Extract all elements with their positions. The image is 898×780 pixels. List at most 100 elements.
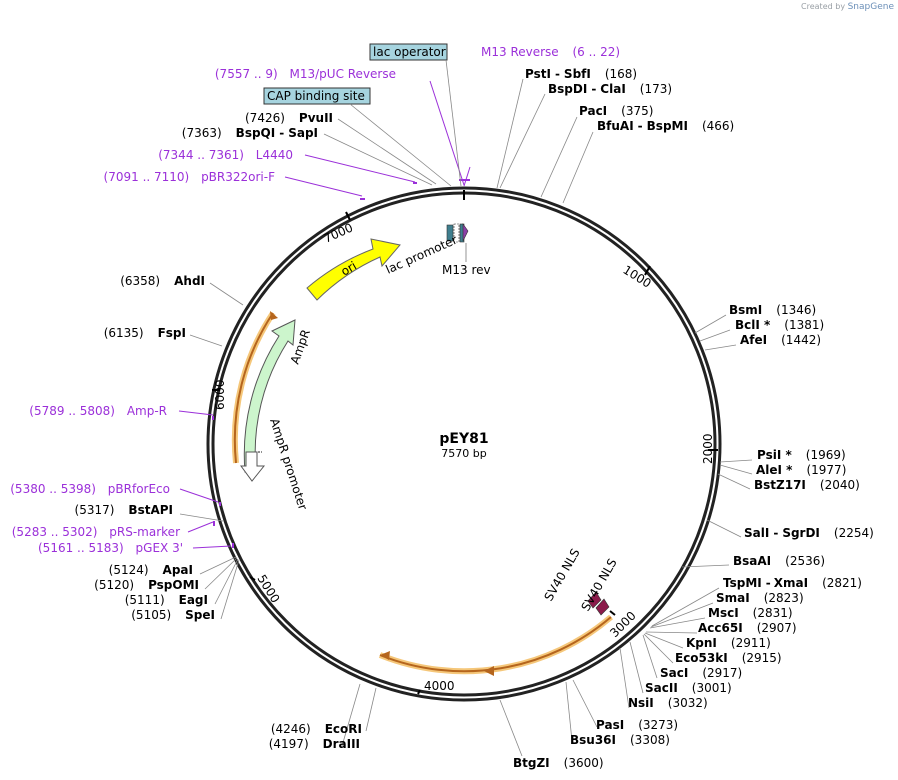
- enzyme-bsaai[interactable]: BsaAI(2536): [733, 554, 825, 568]
- sv40-nls-label-1: SV40 NLS: [541, 546, 582, 603]
- primer-prs-marker-name: pRS-marker: [109, 525, 180, 539]
- leader-sacii: [629, 641, 644, 694]
- enzyme-psti-sbfi[interactable]: PstI-SbfI(168): [525, 67, 637, 81]
- leader-prs-marker: [187, 521, 214, 533]
- tick-5000: [249, 576, 256, 581]
- leader-bsaai: [681, 564, 730, 568]
- primer-leaders: [178, 80, 471, 549]
- enzyme-alei[interactable]: AleI *(1977): [756, 463, 846, 477]
- tick-4000: [417, 689, 421, 695]
- orf-bottom[interactable]: [379, 616, 612, 673]
- leader-pspomi: [204, 557, 238, 590]
- primer-pbr322ori-f-name: pBR322ori-F: [201, 170, 275, 184]
- enzyme-nsii[interactable]: NsiI(3032): [628, 696, 708, 710]
- leader-amp-r: [178, 410, 214, 416]
- primer-marks: [212, 179, 470, 548]
- primer-pgex3[interactable]: (5161 .. 5183) pGEX 3': [38, 541, 183, 555]
- primer-amp-r-range: (5789 .. 5808): [29, 404, 115, 418]
- leader-spei: [220, 559, 240, 620]
- primer-amp-r[interactable]: (5789 .. 5808) Amp-R: [29, 404, 167, 418]
- primer-m13-puc-reverse-name: M13/pUC Reverse: [290, 67, 397, 81]
- cap-site-box[interactable]: CAP binding site: [263, 87, 371, 105]
- ori-label: ori: [339, 259, 360, 279]
- leader-sali: [706, 519, 742, 538]
- primer-pgex3-name: pGEX 3': [136, 541, 183, 555]
- sv40-nls-feature-1[interactable]: [587, 591, 602, 609]
- primer-l4440-name: L4440: [256, 148, 293, 162]
- leader-m13-puc-reverse: [429, 80, 465, 186]
- m13-rev-feature[interactable]: [462, 223, 469, 242]
- enzyme-bsmi[interactable]: BsmI(1346): [729, 303, 816, 317]
- lac-operator-label: lac operator: [373, 45, 446, 59]
- enzyme-pasi[interactable]: PasI(3273): [596, 718, 678, 732]
- leader-smai: [650, 602, 714, 628]
- snapgene-credit: Created by SnapGene: [801, 2, 894, 12]
- enzyme-bspqi-sapi[interactable]: (7363)BspQI-SapI: [182, 126, 318, 140]
- sv40-nls-feature-2[interactable]: [595, 598, 610, 616]
- leader-btgzi: [499, 699, 523, 757]
- enzyme-saci[interactable]: SacI(2917): [660, 666, 742, 680]
- primer-m13-puc-reverse[interactable]: (7557 .. 9) M13/pUC Reverse: [215, 67, 396, 81]
- enzyme-spei[interactable]: (5105)SpeI: [131, 608, 215, 622]
- primer-amp-r-name: Amp-R: [127, 404, 167, 418]
- enzyme-smai[interactable]: SmaI(2823): [716, 591, 804, 605]
- primer-prs-marker[interactable]: (5283 .. 5302) pRS-marker: [12, 525, 180, 539]
- enzyme-pspomi[interactable]: (5120)PspOMI: [94, 578, 199, 592]
- primer-m13-reverse[interactable]: M13 Reverse (6 .. 22): [481, 45, 620, 59]
- enzyme-paci[interactable]: PacI(375): [579, 104, 653, 118]
- orf-bottom-arrowhead-mid: [484, 666, 494, 676]
- tick-7000: [345, 211, 351, 221]
- orf-left-arrowhead: [270, 311, 278, 320]
- enzyme-bcli[interactable]: BclI *(1381): [735, 318, 824, 332]
- enzyme-kpni[interactable]: KpnI(2911): [686, 636, 771, 650]
- primer-pbr322ori-f-range: (7091 .. 7110): [104, 170, 190, 184]
- enzyme-bsu36i[interactable]: Bsu36I(3308): [570, 733, 670, 747]
- primer-pbr322ori-f[interactable]: (7091 .. 7110) pBR322ori-F: [104, 170, 276, 184]
- enzyme-draiii[interactable]: (4197)DraIII: [269, 737, 360, 751]
- enzyme-psii[interactable]: PsiI *(1969): [757, 448, 846, 462]
- enzyme-bfuai-bspmi[interactable]: BfuAI-BspMI(466): [597, 119, 734, 133]
- enzyme-msci[interactable]: MscI(2831): [708, 606, 793, 620]
- cap-site-feature[interactable]: [446, 224, 454, 242]
- lac-promoter-feature[interactable]: [453, 223, 460, 243]
- lac-operator-box[interactable]: lac operator: [369, 43, 448, 61]
- enzyme-sacii[interactable]: SacII(3001): [645, 681, 732, 695]
- tick-1000: [644, 265, 651, 276]
- orf-bottom-halo: [378, 614, 613, 675]
- leader-bsmi: [694, 314, 727, 334]
- ampr-promoter-feature[interactable]: [240, 451, 266, 482]
- ori-feature[interactable]: [306, 238, 401, 301]
- orf-left[interactable]: [233, 312, 274, 464]
- leader-bsu36i: [565, 681, 573, 742]
- enzyme-acc65i[interactable]: Acc65I(2907): [698, 621, 797, 635]
- primer-m13-reverse-range: (6 .. 22): [573, 45, 621, 59]
- top-feature-cluster: [446, 223, 469, 243]
- enzyme-eagi[interactable]: (5111)EagI: [125, 593, 208, 607]
- primer-pbrforeco[interactable]: (5380 .. 5398) pBRforEco: [10, 482, 170, 496]
- enzyme-ecori[interactable]: (4246)EcoRI: [271, 722, 362, 736]
- primer-l4440[interactable]: (7344 .. 7361) L4440: [158, 148, 293, 162]
- leader-nsii: [619, 647, 630, 709]
- enzyme-tspmi-xmai[interactable]: TspMI-XmaI(2821): [723, 576, 862, 590]
- leader-acc65i: [645, 631, 698, 634]
- leader-kpni: [644, 632, 684, 649]
- enzyme-apai[interactable]: (5124)ApaI: [109, 563, 193, 577]
- enzyme-pvuii[interactable]: (7426)PvuII: [245, 111, 333, 125]
- leader-l4440: [304, 154, 416, 183]
- leader-psti: [496, 78, 524, 189]
- enzyme-afei[interactable]: AfeI(1442): [740, 333, 821, 347]
- enzyme-bstz17i[interactable]: BstZ17I(2040): [754, 478, 860, 492]
- primer-prs-marker-range: (5283 .. 5302): [12, 525, 98, 539]
- enzyme-btgzi[interactable]: BtgZI(3600): [513, 756, 604, 770]
- leader-eco53ki: [643, 633, 674, 664]
- cap-site-box-bg: [263, 87, 371, 105]
- enzyme-bspdi-clai[interactable]: BspDI-ClaI(173): [548, 82, 672, 96]
- enzyme-ahdi[interactable]: (6358)AhdI: [120, 274, 205, 288]
- m13-rev-label: M13 rev: [442, 263, 491, 277]
- enzyme-eco53ki[interactable]: Eco53kI(2915): [675, 651, 782, 665]
- enzyme-bstapi[interactable]: (5317)BstAPI: [75, 503, 173, 517]
- leader-msci: [649, 617, 706, 629]
- enzyme-sali-sgrdi[interactable]: SalI-SgrDI(2254): [744, 526, 874, 540]
- enzyme-fspi[interactable]: (6135)FspI: [104, 326, 186, 340]
- leader-cap-site: [349, 103, 452, 187]
